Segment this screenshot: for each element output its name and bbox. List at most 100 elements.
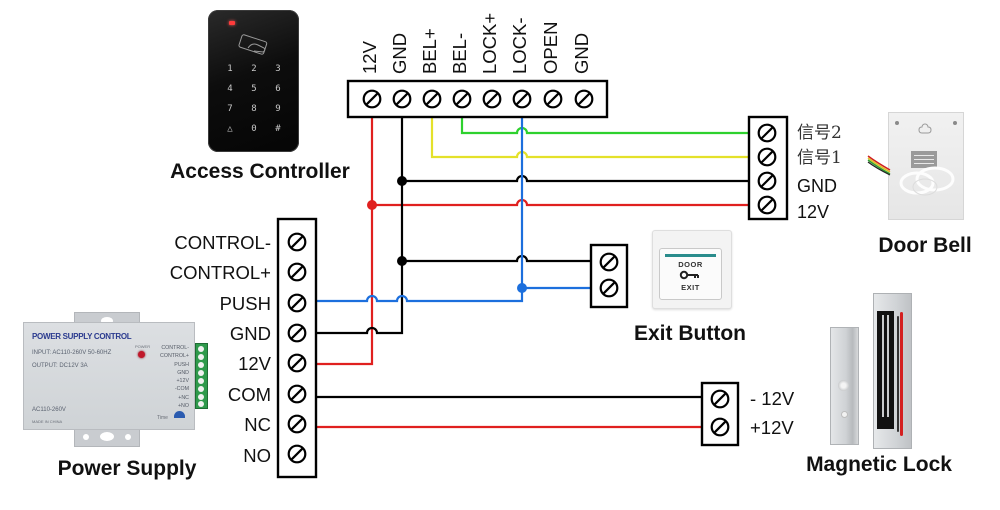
- exit-button-plate[interactable]: DOOR EXIT: [659, 248, 722, 300]
- psu-label: +12V: [176, 378, 189, 385]
- psu-power-led: [138, 351, 145, 358]
- junction-dot-red: [367, 200, 377, 210]
- psu-time-knob-icon[interactable]: [174, 411, 185, 418]
- maglock-terminal-screw: [710, 417, 730, 437]
- psu-label: -COM: [174, 386, 189, 393]
- wire-junctions: [367, 176, 527, 293]
- armature-bolt: [838, 380, 849, 391]
- key-hash[interactable]: #: [275, 124, 281, 134]
- bell-terminal-label-signal1: 信号1: [797, 148, 842, 168]
- door-bell-terminal-screw: [757, 123, 777, 143]
- status-led: [229, 21, 235, 25]
- door-bell-label-sticker: [911, 151, 937, 168]
- psu-terminal-label-control-minus: CONTROL-: [174, 232, 271, 253]
- psu-terminal-label-12v: 12V: [238, 353, 272, 374]
- wire-controller-gnd-to-exit-button: [402, 254, 591, 263]
- maglock-lead-black: [897, 316, 899, 432]
- maglock-lead-red: [900, 312, 903, 436]
- key-bell[interactable]: △: [227, 124, 233, 134]
- armature-pin-hole: [841, 411, 848, 418]
- psu-made-in: MADE IN CHINA: [32, 419, 63, 424]
- psu-label: +NO: [177, 403, 189, 410]
- terminal-label-gnd-2: GND: [571, 33, 592, 74]
- psu-terminal-screw: [287, 414, 307, 434]
- junction-dot-blue: [517, 283, 527, 293]
- terminal-screws: [287, 89, 777, 464]
- psu-input-spec: INPUT: AC110-260V 50-60HZ: [32, 350, 112, 356]
- exit-button-terminal-screw: [599, 278, 619, 298]
- exit-button-terminal-screw: [599, 252, 619, 272]
- door-bell-terminal-screw: [757, 195, 777, 215]
- terminal-label-lock-plus: LOCK+: [479, 13, 500, 74]
- junction-dot-black: [397, 176, 407, 186]
- bell-terminal-label-12v: 12V: [797, 202, 829, 222]
- psu-label: GND: [177, 369, 189, 376]
- exit-plate-door-text: DOOR: [678, 260, 703, 269]
- access-controller-keypad-image: 1 2 3 4 5 6 7 8 9 △ 0 #: [208, 10, 299, 152]
- exit-button-image[interactable]: DOOR EXIT: [652, 230, 732, 309]
- magnetic-lock-armature-plate: [830, 327, 859, 445]
- key-3[interactable]: 3: [275, 64, 281, 74]
- terminal-label-gnd: GND: [389, 33, 410, 74]
- key-9[interactable]: 9: [275, 104, 281, 114]
- psu-terminal-label-nc: NC: [244, 414, 271, 435]
- key-6[interactable]: 6: [275, 84, 281, 94]
- key-1[interactable]: 1: [227, 64, 233, 74]
- key-4[interactable]: 4: [227, 84, 233, 94]
- keypad-keys: 1 2 3 4 5 6 7 8 9 △ 0 #: [218, 63, 290, 136]
- psu-terminal-screw: [287, 232, 307, 252]
- door-bell-wire-coil: [899, 166, 955, 196]
- terminal-label-lock-minus: LOCK-: [509, 17, 530, 74]
- key-0[interactable]: 0: [251, 124, 257, 134]
- wire-controller-gnd-to-psu-gnd: [316, 117, 404, 335]
- door-bell-terminal-screw: [757, 147, 777, 167]
- psu-output-spec: OUTPUT: DC12V 3A: [32, 363, 88, 369]
- door-bell-title: Door Bell: [878, 234, 971, 257]
- key-5[interactable]: 5: [251, 84, 257, 94]
- wire-controller-12v-to-bell-12v: [372, 198, 749, 207]
- psu-terminal-screw: [287, 293, 307, 313]
- door-bell-lead-wires: [867, 155, 891, 176]
- psu-label: +NC: [178, 394, 189, 401]
- maglock-terminal-screw: [710, 389, 730, 409]
- key-7[interactable]: 7: [227, 104, 233, 114]
- psu-label: CONTROL+: [160, 353, 189, 360]
- controller-terminal-screw: [482, 89, 502, 109]
- wire-controller-gnd-to-bell-gnd: [402, 174, 749, 183]
- psu-terminal-labels: CONTROL- CONTROL+ PUSH GND +12V -COM +NC…: [160, 344, 189, 410]
- controller-terminal-screw: [422, 89, 442, 109]
- maglock-terminal-label-plus-12v: +12V: [750, 417, 794, 438]
- psu-terminal-label-push: PUSH: [220, 293, 271, 314]
- exit-plate-exit-text: EXIT: [681, 283, 700, 292]
- power-supply-image: POWER SUPPLY CONTROL INPUT: AC110-260V 5…: [23, 322, 195, 430]
- terminal-label-12v: 12V: [359, 40, 380, 74]
- controller-terminal-block: [346, 79, 609, 119]
- junction-dot-black: [397, 256, 407, 266]
- psu-terminal-screw: [287, 384, 307, 404]
- exit-button-indicator-bar: [665, 254, 716, 257]
- psu-ac-range: AC110-260V: [32, 407, 66, 413]
- controller-terminal-screw: [574, 89, 594, 109]
- access-controller-title: Access Controller: [170, 160, 350, 183]
- psu-terminal-screw: [287, 262, 307, 282]
- bell-terminal-label-signal2: 信号2: [797, 123, 842, 143]
- power-supply-title: Power Supply: [58, 457, 197, 480]
- controller-terminal-screw: [543, 89, 563, 109]
- controller-terminal-screw: [452, 89, 472, 109]
- keyhole-icon: [918, 123, 932, 134]
- key-2[interactable]: 2: [251, 64, 257, 74]
- magnetic-lock-core: [877, 311, 894, 429]
- door-bell-image: [888, 112, 964, 220]
- magnetic-lock-body: [873, 293, 912, 449]
- controller-terminal-screw: [512, 89, 532, 109]
- psu-label: PUSH: [174, 361, 189, 368]
- psu-power-label: POWER: [135, 344, 151, 349]
- wire-controller-12v-to-psu-12v: [316, 117, 374, 366]
- controller-terminal-screw: [392, 89, 412, 109]
- exit-button-title: Exit Button: [634, 322, 746, 345]
- card-reader-icon: [238, 34, 268, 55]
- psu-terminal-label-no: NO: [243, 445, 271, 466]
- psu-terminal-strip: [195, 343, 208, 409]
- key-8[interactable]: 8: [251, 104, 257, 114]
